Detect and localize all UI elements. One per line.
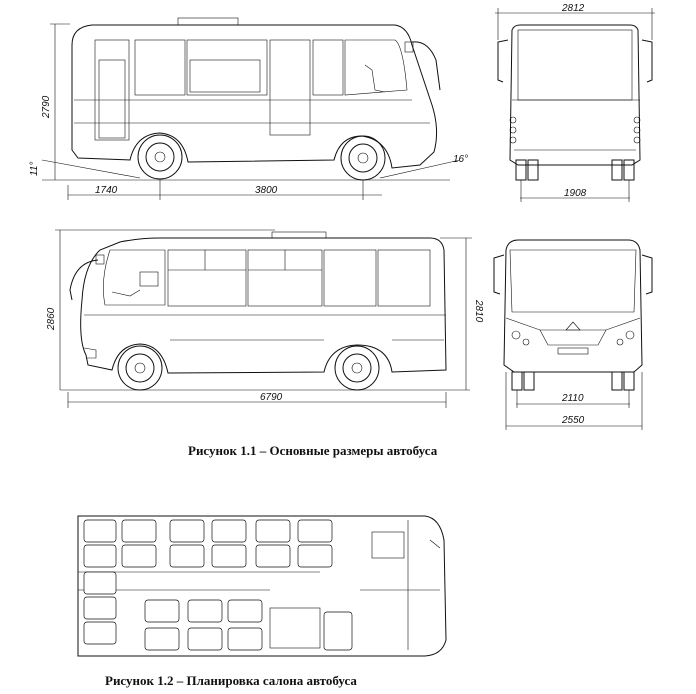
interior-layout	[77, 515, 447, 657]
dim-width-mirrors: 2812	[561, 3, 585, 14]
dim-length: 6790	[260, 392, 283, 403]
dim-wheelbase: 3800	[255, 185, 278, 196]
dim-height-side: 2790	[41, 95, 52, 119]
dim-width-body: 2550	[561, 415, 585, 426]
dim-angle-rear: 16°	[453, 154, 468, 165]
front-view: 2110 2550	[493, 239, 653, 430]
rear-view: 2812 1908	[495, 3, 655, 202]
side-view-right: 1740 3800 2790 11° 16°	[29, 17, 468, 200]
side-view-left: 2860 2810 6790	[46, 229, 484, 408]
dim-track-rear: 1908	[564, 188, 587, 199]
dim-overhang-front: 1740	[95, 185, 118, 196]
dim-height-body: 2810	[473, 299, 484, 323]
dim-angle-front: 11°	[29, 162, 40, 176]
seat-block-rear	[83, 519, 117, 645]
seat-rows-upper	[121, 519, 333, 568]
seat-rows-lower	[144, 599, 263, 651]
dim-height-total: 2860	[46, 307, 57, 331]
dim-track-front: 2110	[561, 393, 584, 404]
figure-1-caption: Рисунок 1.1 – Основные размеры автобуса	[188, 443, 438, 458]
figure-2-caption: Рисунок 1.2 – Планировка салона автобуса	[105, 673, 357, 688]
